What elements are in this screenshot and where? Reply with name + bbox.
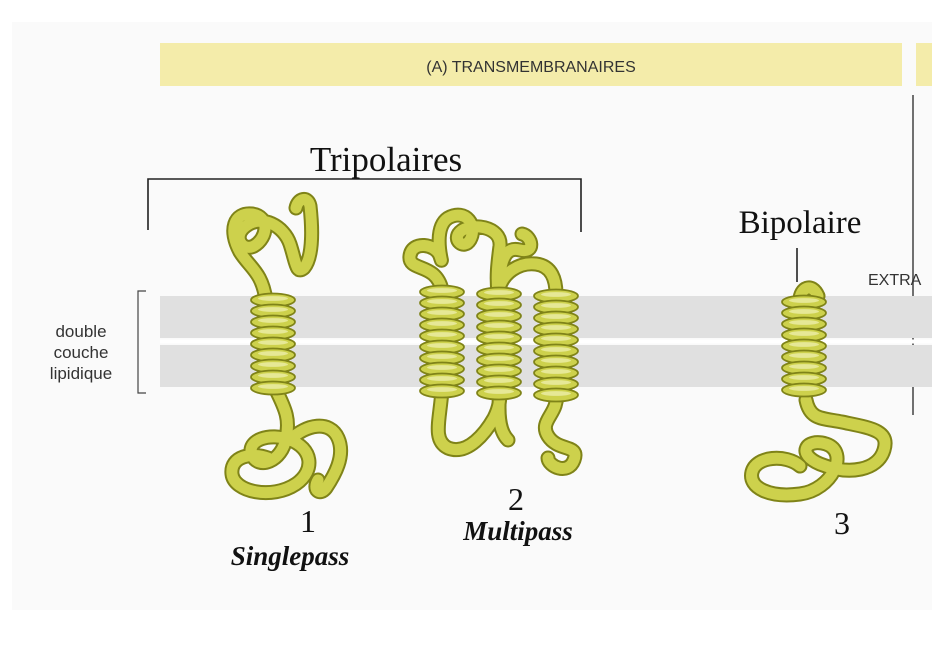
extracellular-label: EXTRA: [868, 272, 922, 289]
tripolar-label: Tripolaires: [310, 140, 462, 179]
header-band: [160, 43, 902, 86]
protein-2-number: 2: [508, 481, 524, 517]
protein-1-type: Singlepass: [231, 541, 350, 571]
protein-singlepass: [224, 192, 349, 501]
protein-multipass: [402, 207, 583, 476]
membrane-bracket: [137, 290, 146, 394]
membrane-label-line1: double: [55, 322, 106, 341]
membrane-label-line2: couche: [54, 343, 109, 362]
header-band-next: [916, 43, 932, 86]
membrane-label-line3: lipidique: [50, 364, 112, 383]
panel-title: (A) TRANSMEMBRANAIRES: [426, 59, 636, 76]
protein-3-number: 3: [834, 505, 850, 541]
bipolar-label: Bipolaire: [739, 205, 862, 241]
protein-1-number: 1: [300, 503, 316, 539]
protein-2-type: Multipass: [462, 516, 573, 546]
tripolar-bracket: [147, 178, 582, 232]
protein-bipolar: [744, 280, 893, 503]
